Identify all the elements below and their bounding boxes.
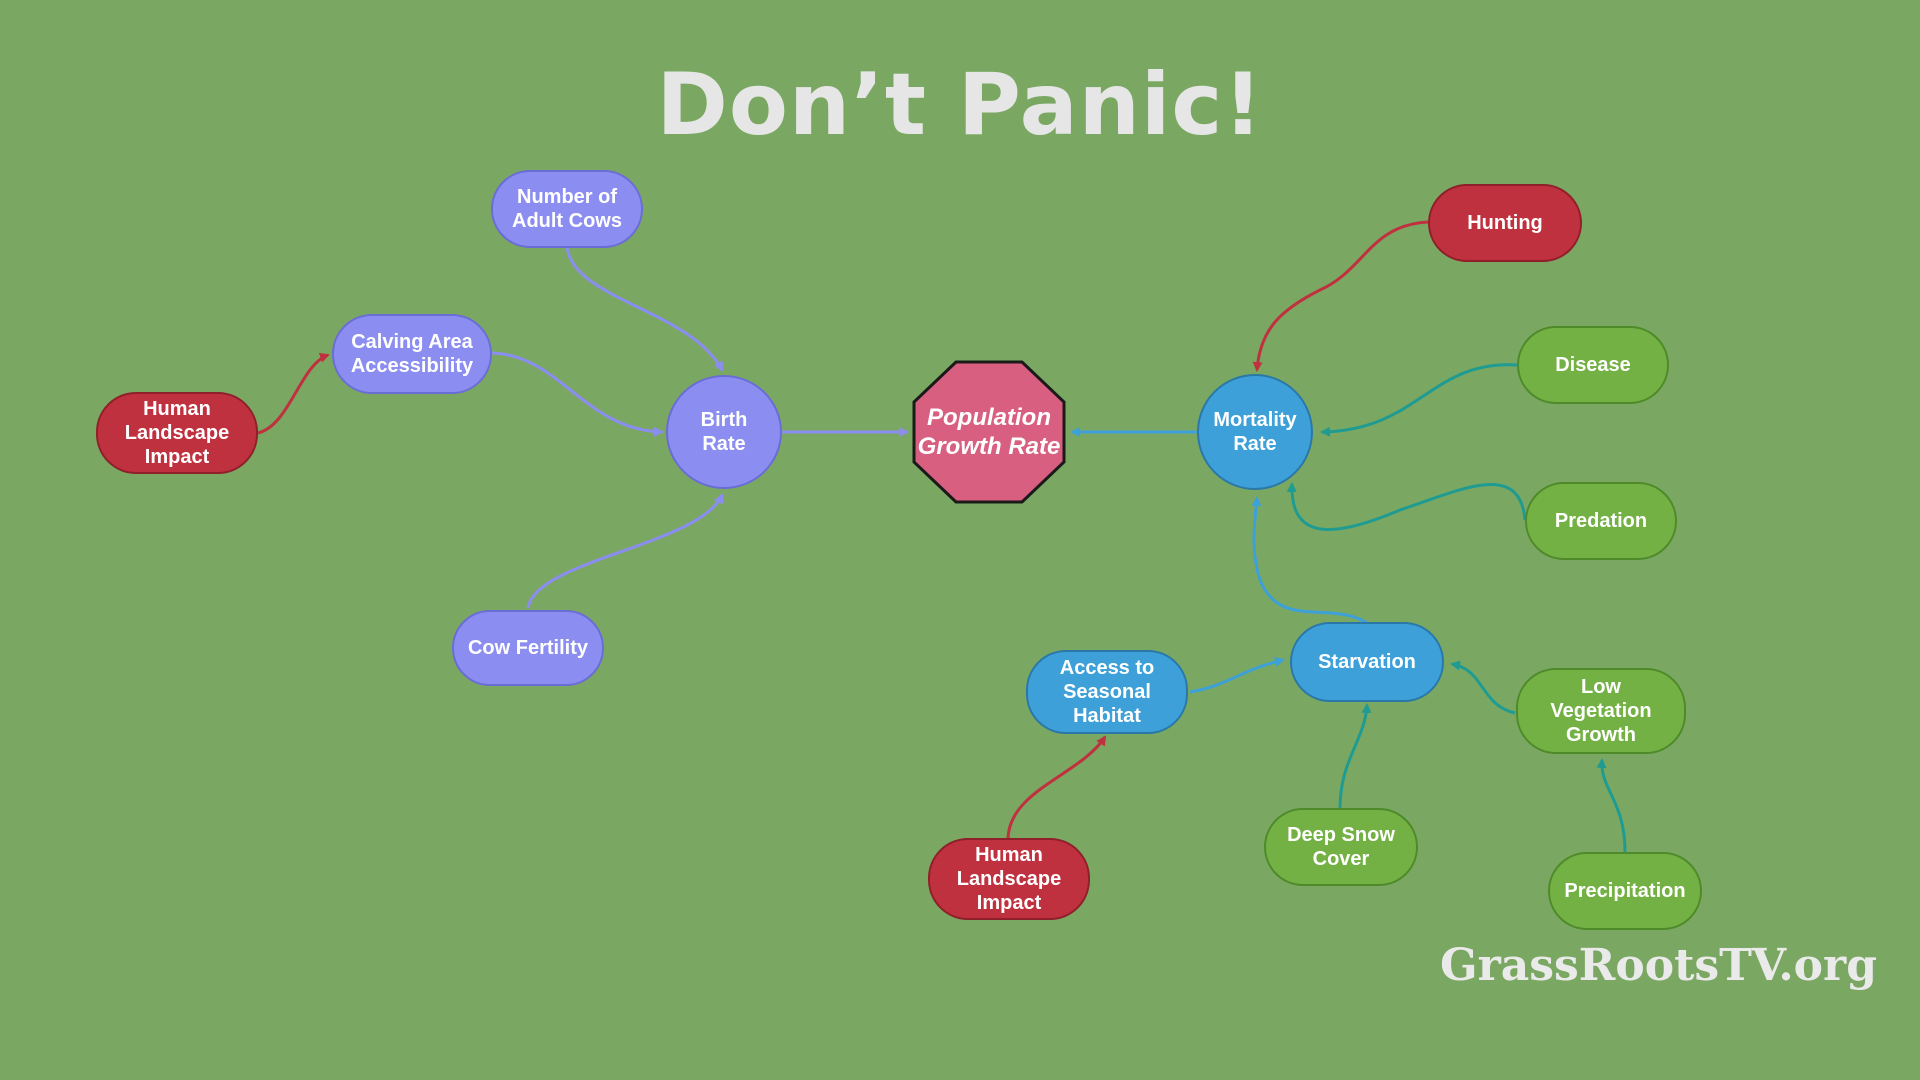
arrow-calving-to-birth-rate [491, 351, 664, 437]
node-starvation[interactable]: Starvation [1290, 622, 1444, 702]
population-octagon-shape [912, 360, 1066, 504]
arrow-disease-to-mortality [1320, 363, 1518, 437]
arrow-human-impact-to-access [1006, 735, 1107, 839]
arrow-predation-to-mortality [1286, 482, 1527, 531]
node-population-growth-rate[interactable]: Population Growth Rate [917, 404, 1061, 460]
arrow-precip-to-low-veg [1596, 758, 1627, 853]
arrow-fertility-to-birth-rate [526, 493, 724, 609]
node-human-landscape-impact-bottom[interactable]: Human Landscape Impact [928, 838, 1090, 920]
watermark-logo: GrassRootsTV.org [1440, 940, 1877, 991]
node-hunting[interactable]: Hunting [1428, 184, 1582, 262]
node-calving-area-accessibility[interactable]: Calving Area Accessibility [332, 314, 492, 394]
node-cow-fertility[interactable]: Cow Fertility [452, 610, 604, 686]
node-deep-snow-cover[interactable]: Deep Snow Cover [1264, 808, 1418, 886]
arrow-starvation-to-mortality [1251, 496, 1368, 625]
node-disease[interactable]: Disease [1517, 326, 1669, 404]
arrow-access-to-starvation [1189, 656, 1285, 694]
arrow-hunting-to-mortality [1252, 220, 1429, 372]
node-number-of-adult-cows[interactable]: Number of Adult Cows [491, 170, 643, 248]
page-title: Don’t Panic! [656, 55, 1264, 155]
node-access-to-seasonal-habitat[interactable]: Access to Seasonal Habitat [1026, 650, 1188, 734]
node-low-vegetation-growth[interactable]: Low Vegetation Growth [1516, 668, 1686, 754]
node-predation[interactable]: Predation [1525, 482, 1677, 560]
arrow-adult-cows-to-birth-rate [565, 247, 724, 372]
arrow-low-veg-to-starvation [1450, 660, 1516, 715]
node-mortality-rate[interactable]: Mortality Rate [1197, 374, 1313, 490]
node-birth-rate[interactable]: Birth Rate [666, 375, 782, 489]
arrow-snow-to-starvation [1338, 703, 1372, 809]
node-human-landscape-impact-left[interactable]: Human Landscape Impact [96, 392, 258, 474]
node-precipitation[interactable]: Precipitation [1548, 852, 1702, 930]
arrow-human-impact-to-calving [257, 352, 330, 435]
